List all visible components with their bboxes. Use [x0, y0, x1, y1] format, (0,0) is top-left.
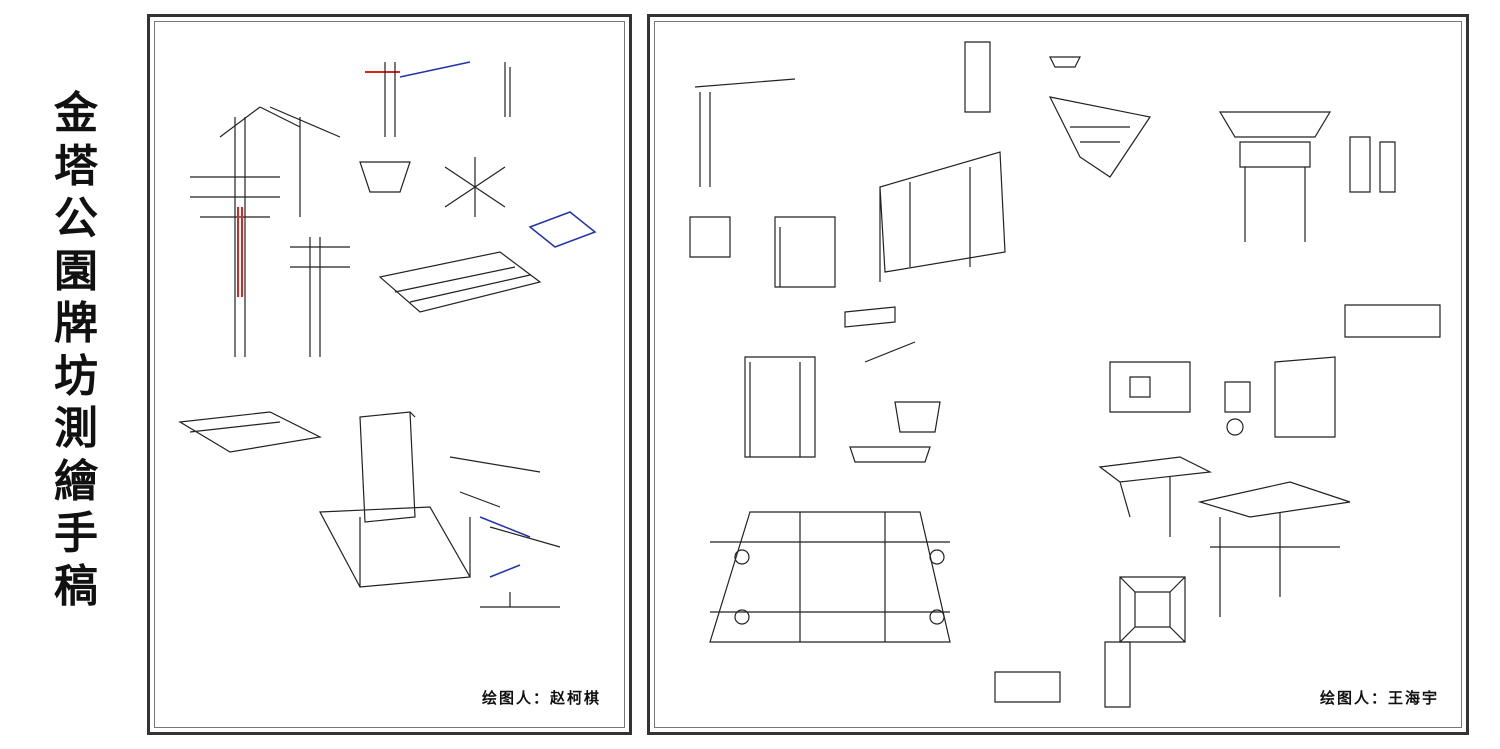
- drawer-caption: 绘图人：王海宇: [1320, 689, 1440, 707]
- roof-plan-small: [1119, 576, 1186, 643]
- roof-elevations: [1098, 456, 1351, 617]
- title-char: 繪: [54, 455, 98, 507]
- beam-sketches: [689, 78, 1006, 288]
- gate-elevation: [1218, 111, 1396, 242]
- title-char: 坊: [54, 350, 98, 402]
- bracket-cluster: [1048, 56, 1151, 178]
- title-char: 金: [54, 88, 98, 139]
- bracket-column-elevation: [190, 106, 350, 357]
- sketch-sheet-right: 绘图人：王海宇: [647, 14, 1469, 735]
- annotation-notes: [964, 41, 1441, 708]
- title-char: 測: [54, 403, 98, 454]
- post-details: [744, 306, 941, 463]
- frame-perspective: [319, 411, 471, 588]
- title-char: 手: [54, 508, 98, 559]
- title-char: 公: [54, 193, 98, 244]
- bracket-details: [359, 61, 511, 217]
- sketches-right: [689, 41, 1441, 708]
- roof-plan: [709, 511, 951, 643]
- title-char: 稿: [54, 560, 98, 612]
- sketch-sheet-left: 绘图人：赵柯棋: [147, 14, 632, 735]
- title-char: 牌: [54, 298, 98, 349]
- base-perspective: [178, 411, 322, 453]
- inner-frame: [654, 21, 1462, 728]
- title-char: 園: [54, 245, 98, 297]
- beam-perspective: [378, 211, 597, 313]
- joint-details: [449, 456, 561, 608]
- vertical-title: 金 塔 公 園 牌 坊 測 繪 手 稿: [48, 88, 104, 613]
- sketches-left: [178, 61, 597, 608]
- title-char: 塔: [54, 140, 98, 192]
- inner-frame: [154, 21, 625, 728]
- drawer-caption: 绘图人：赵柯棋: [482, 689, 602, 707]
- detail-elevations: [1109, 356, 1336, 438]
